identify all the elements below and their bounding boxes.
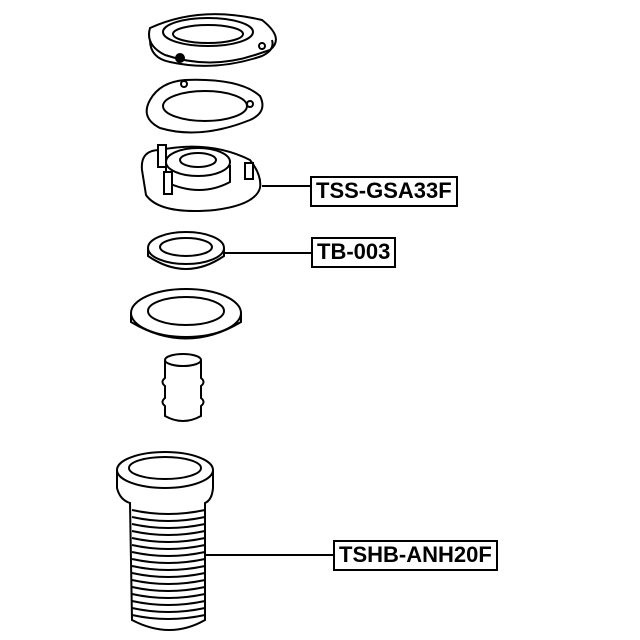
bearing (147, 231, 311, 270)
strut-mount (140, 144, 310, 212)
boot-rib (131, 614, 206, 620)
boot-rib (131, 593, 206, 599)
boot-rib (131, 537, 206, 543)
gasket (145, 78, 264, 134)
spring-seat (130, 288, 242, 340)
part-label-tss-gsa33f: TSS-GSA33F (310, 176, 458, 207)
boot-rib (131, 607, 206, 613)
bump-stop (161, 353, 205, 422)
boot-rib (131, 509, 206, 515)
boot-rib (131, 565, 206, 571)
boot-rib (131, 579, 206, 585)
dust-boot (116, 451, 333, 631)
boot-rib (131, 551, 206, 557)
boot-rib (131, 558, 206, 564)
part-label-tb-003: TB-003 (311, 237, 397, 268)
boot-rib (131, 523, 206, 529)
boot-rib (131, 530, 206, 536)
boot-rib (131, 544, 206, 550)
boot-rib (131, 600, 206, 606)
top-plate (148, 13, 277, 67)
boot-rib (131, 516, 206, 522)
boot-rib (131, 586, 206, 592)
boot-rib (131, 572, 206, 578)
part-label-tshb-anh20f: TSHB-ANH20F (333, 540, 498, 571)
